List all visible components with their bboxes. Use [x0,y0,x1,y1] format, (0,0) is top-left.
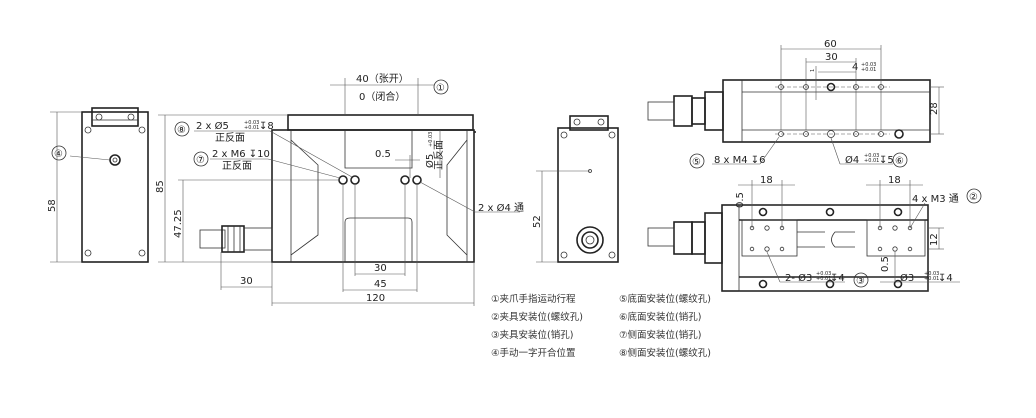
fixture-holes [749,225,913,252]
right-side-view: 52 [532,115,619,263]
dim-0-5-top: 0.5 [735,192,746,208]
legend-item-3: ③夹具安装位(销孔) [491,329,573,341]
legend-item-4: ④手动一字开合位置 [491,347,576,359]
tol-plus: +0.03 [924,271,939,277]
fixture-thread-label: 4 x M3 通 [912,193,959,205]
dim-52: 52 [532,215,543,228]
fixture-pin-left-depth: ↧4 [830,273,845,284]
tol-minus: +0.01 [244,125,259,131]
callout-4: ④ [54,149,63,160]
dim-45: 45 [374,279,387,290]
side-pin-label: 2 x Ø5 [196,120,229,132]
dim-28: 28 [929,102,940,115]
dim-85: 85 [155,180,166,193]
dim-0-5-bottom: 0.5 [880,256,891,272]
tol-minus: +0.01 [864,158,879,164]
front-view: 40（张开） 0（闭合） ① 85 47.25 30 45 120 30 0.5… [155,73,524,306]
manual-adjust-screw [109,154,121,166]
tol-plus: +0.03 [861,62,876,68]
legend-item-5: ⑤底面安装位(螺纹孔) [619,293,711,305]
dim-12: 12 [929,233,940,246]
tol-minus: +0.01 [924,276,939,282]
dim-47-25: 47.25 [173,209,184,238]
dim-30-cable: 30 [240,276,253,287]
bottom-pin-label: Ø4 [845,154,859,166]
both-sides-label-2: 正反面 [222,160,252,172]
fixture-pin-left-label: 2- Ø3 [785,272,812,284]
tol-plus: +0.03 [428,132,434,147]
callout-1: ① [436,83,445,94]
tol-plus: +0.03 [864,153,879,159]
legend-item-6: ⑥底面安装位(销孔) [619,311,701,323]
side-thread-label: 2 x M6 ↧10 [212,149,270,160]
legend-item-7: ⑦侧面安装位(销孔) [619,329,701,341]
dim-stroke-open: 40（张开） [356,73,409,85]
dim-0-5: 0.5 [375,149,391,160]
callout-3: ③ [856,276,865,287]
dim-4: 4 [852,62,858,73]
tol-minus: +0.01 [816,276,831,282]
callout-2: ② [969,192,978,203]
legend-item-2: ②夹具安装位(螺纹孔) [491,311,583,323]
through-hole-label: 2 x Ø4 通 [478,202,524,214]
callout-8: ⑧ [177,125,186,136]
dim-18-right: 18 [888,175,901,186]
legend: ①夹爪手指运动行程 ②夹具安装位(螺纹孔) ③夹具安装位(销孔) ④手动一字开合… [491,293,711,359]
dim-stroke-closed: 0（闭合） [359,90,405,103]
tol-plus: +0.03 [816,271,831,277]
bottom-mounting-view: 60 30 4 +0.03 +0.01 1 28 ⑤ 8 x M4 ↧6 Ø4 … [647,39,944,169]
both-sides-label-3: 正反面 [433,140,445,170]
callout-6: ⑥ [895,156,904,167]
bottom-pin-depth: ↧5 [879,155,894,166]
side-pin-depth: ↧8 [259,121,274,132]
callout-5: ⑤ [692,157,701,168]
fixture-pin-right-depth: ↧4 [938,273,953,284]
dim-60: 60 [824,39,837,50]
fixture-mounting-view: 18 18 0.5 0.5 12 4 x M3 通 ② 2- Ø3 +0.03 … [647,175,982,292]
dim-30-pins: 30 [374,263,387,274]
tol-plus: +0.03 [244,120,259,126]
dim-18-left: 18 [760,175,773,186]
legend-item-1: ①夹爪手指运动行程 [491,293,576,305]
dim-1: 1 [810,69,816,72]
pin-label-vertical: Ø5 [424,154,436,168]
tol-minus: +0.01 [861,67,876,73]
callout-7: ⑦ [196,155,205,166]
fixture-pin-right-label: Ø3 [900,272,914,284]
left-side-view: ④ 58 [47,107,149,263]
dim-30-top: 30 [825,52,838,63]
both-sides-label-1: 正反面 [215,132,245,144]
legend-item-8: ⑧侧面安装位(螺纹孔) [619,347,711,359]
dim-120: 120 [366,293,385,304]
dim-58: 58 [47,199,58,212]
bottom-thread-label: 8 x M4 ↧6 [714,155,766,166]
